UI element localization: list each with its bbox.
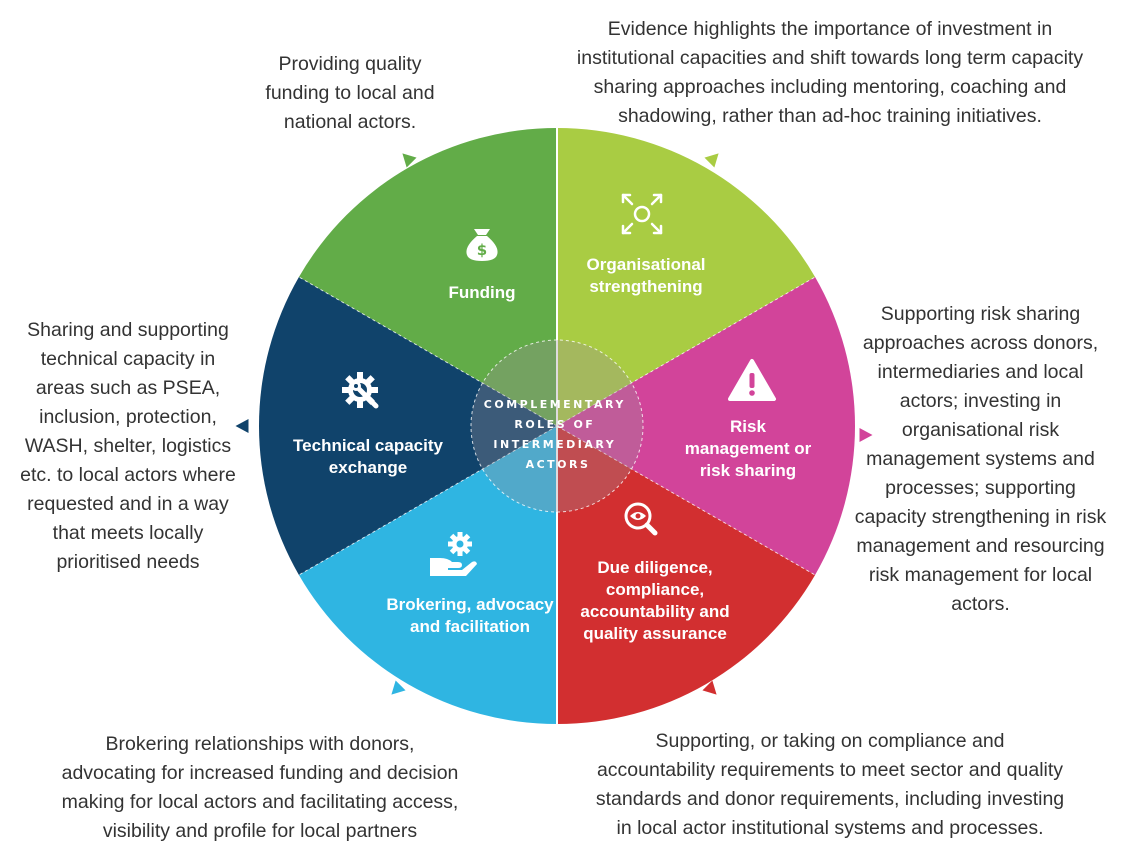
segment-risk-management xyxy=(557,277,856,575)
svg-text:COMPLEMENTARY ROLES OF: COMPLEMENTARY ROLES OF INTERMEDIARY ACTO… xyxy=(484,398,632,471)
svg-text:$: $ xyxy=(477,241,487,259)
brokering-description: Brokering relationships with donors, adv… xyxy=(61,733,459,842)
technical-capacity-description: Sharing and supporting technical capacit… xyxy=(20,319,236,573)
gear-wrench-icon xyxy=(342,372,379,409)
warning-triangle-icon xyxy=(728,359,776,401)
funding-description: Providing quality funding to local and n… xyxy=(265,53,435,133)
segment-divider xyxy=(556,276,816,427)
due-diligence-description: Supporting, or taking on compliance and … xyxy=(595,730,1065,839)
segment-divider xyxy=(298,425,558,576)
segment-due-diligence xyxy=(557,426,816,724)
arrow-risk-management xyxy=(859,428,873,442)
segment-organisational-strengthening xyxy=(557,128,816,426)
center-line-4: ACTORS xyxy=(526,458,591,471)
hand-gear-icon xyxy=(430,532,477,576)
segment-technical-capacity xyxy=(258,277,557,575)
segment-divider xyxy=(556,425,816,576)
label-due-diligence: Due diligence,compliance,accountability … xyxy=(580,558,729,643)
risk-management-description: Supporting risk sharing approaches acros… xyxy=(854,303,1107,615)
arrow-technical-capacity xyxy=(235,419,249,433)
organisational-strengthening-description: Evidence highlights the importance of in… xyxy=(576,18,1084,127)
arrow-funding xyxy=(402,153,417,168)
label-funding: Funding xyxy=(448,283,515,302)
segment-divider xyxy=(298,276,558,427)
center-line-2: ROLES OF xyxy=(514,418,595,431)
center-line-1: COMPLEMENTARY xyxy=(484,398,626,411)
arrow-organisational-strengthening xyxy=(704,153,719,168)
eye-magnifier-icon xyxy=(624,502,658,536)
arrow-brokering xyxy=(391,680,406,695)
arrow-due-diligence xyxy=(702,680,717,695)
center-line-3: INTERMEDIARY xyxy=(493,438,616,451)
segment-brokering xyxy=(298,426,557,724)
focus-expand-icon xyxy=(621,193,663,235)
center-circle xyxy=(470,339,644,513)
segment-funding xyxy=(298,128,557,426)
money-bag-icon: $ xyxy=(466,229,498,261)
